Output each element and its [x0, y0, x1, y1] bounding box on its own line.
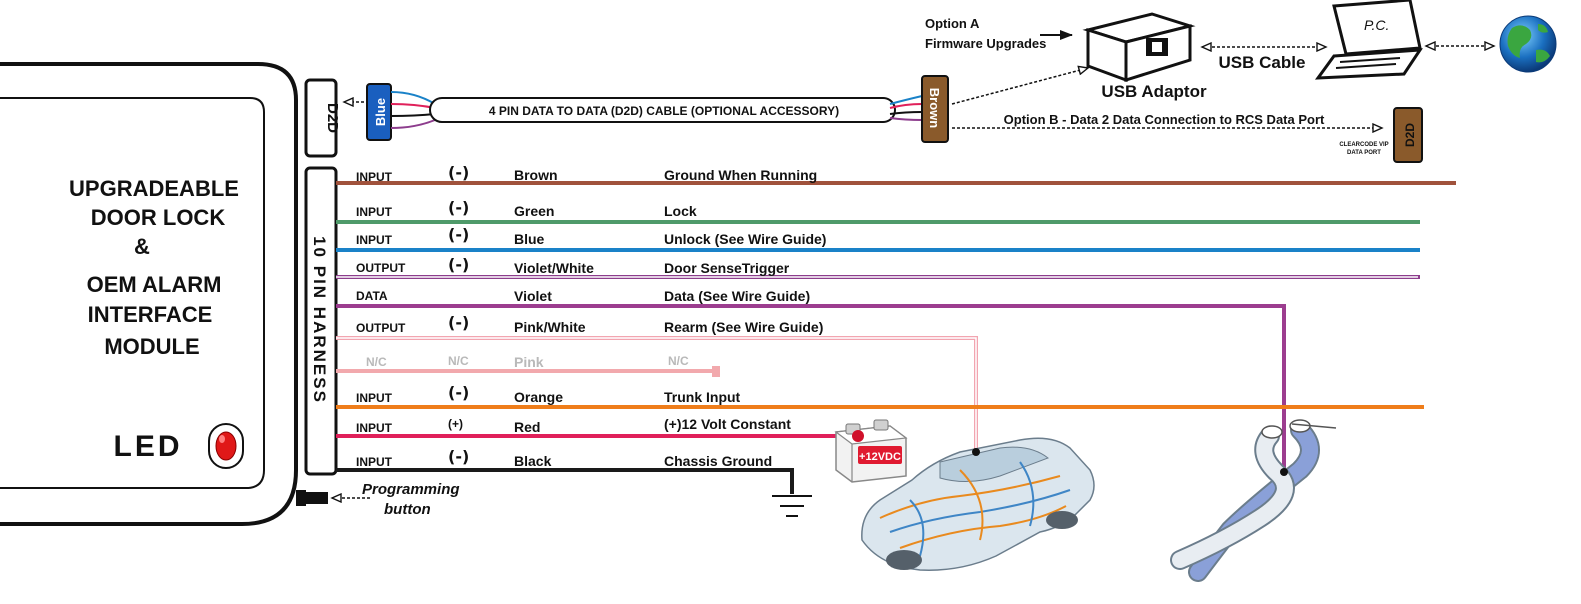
- wire-type: INPUT: [356, 170, 393, 184]
- wire-polarity: (-): [448, 225, 469, 244]
- wire-line-black: [336, 468, 794, 494]
- d2d-cable: [429, 97, 896, 123]
- module-title-line-6: MODULE: [104, 334, 199, 359]
- wire-polarity: (-): [448, 198, 469, 217]
- programming-label-1: Programming: [362, 481, 460, 498]
- wire-color-name: Brown: [514, 167, 558, 183]
- usb-adaptor-label: USB Adaptor: [1101, 82, 1207, 101]
- brown-to-usb-arrow: [951, 68, 1088, 105]
- harness-label: 10 PIN HARNESS: [310, 236, 329, 404]
- wire-function: Unlock (See Wire Guide): [664, 231, 826, 247]
- brown-connector: [921, 75, 949, 143]
- car-wiring-icon: [861, 437, 1095, 571]
- rcs-port-label-1: CLEARCODE VIP: [1339, 142, 1388, 148]
- module-title-line-1: UPGRADEABLE: [69, 176, 239, 201]
- wire-color-name: Blue: [514, 231, 545, 247]
- globe-icon: [1499, 15, 1557, 73]
- wire-color-name: Red: [514, 419, 540, 435]
- ground-symbol-icon: [772, 495, 812, 517]
- wire-type: OUTPUT: [356, 261, 406, 275]
- rcs-port-label-2: DATA PORT: [1347, 150, 1381, 156]
- wire-color-name: Green: [514, 203, 554, 219]
- wire-polarity: (-): [448, 313, 469, 332]
- wire-color-name: Pink/White: [514, 319, 586, 335]
- wire-polarity: (+): [448, 417, 463, 431]
- rcs-d2d-connector-label: D2D: [1403, 123, 1417, 147]
- wire-polarity: (-): [448, 163, 469, 182]
- wire-type: INPUT: [356, 205, 393, 219]
- module-title-line-4: OEM ALARM: [87, 272, 222, 297]
- rcs-d2d-connector: [1393, 107, 1423, 163]
- wire-line-violet: [336, 304, 1286, 470]
- pc-label: P.C.: [1364, 17, 1389, 33]
- wire-function: (+)12 Volt Constant: [664, 416, 791, 432]
- cable-wires-left: [390, 91, 436, 129]
- wire-polarity: (-): [448, 255, 469, 274]
- wire-type: INPUT: [356, 233, 393, 247]
- programming-label-2: button: [384, 501, 431, 518]
- wire-line-pink-white-stripe: [336, 337, 977, 450]
- battery-icon: [834, 419, 908, 483]
- wire-color-name: Black: [514, 453, 552, 469]
- wire-type: INPUT: [356, 455, 393, 469]
- pink-wire-cap: [712, 366, 720, 377]
- wire-function: Lock: [664, 203, 697, 219]
- module-box: [0, 62, 298, 526]
- module-title-line-2: DOOR LOCK: [91, 205, 226, 230]
- wire-type: OUTPUT: [356, 321, 406, 335]
- wire-color-name: Violet: [514, 288, 552, 304]
- wire-type: DATA: [356, 289, 388, 303]
- wire-function: Ground When Running: [664, 167, 817, 183]
- d2d-cable-label: 4 PIN DATA TO DATA (D2D) CABLE (OPTIONAL…: [489, 104, 839, 118]
- d2d-port-label: D2D: [324, 103, 341, 133]
- usb-cable-label: USB Cable: [1219, 53, 1306, 72]
- wire-function: Chassis Ground: [664, 453, 772, 469]
- wire-polarity: (-): [448, 383, 469, 402]
- led-label: LED: [114, 430, 183, 463]
- pc-laptop-icon: [1314, 0, 1423, 80]
- wire-function: Door SenseTrigger: [664, 260, 790, 276]
- wire-polarity: (-): [448, 447, 469, 466]
- wire-type: N/C: [366, 355, 387, 369]
- wire-function: Rearm (See Wire Guide): [664, 319, 823, 335]
- cable-wires-right: [889, 95, 923, 121]
- wire-polarity: N/C: [448, 354, 469, 368]
- usb-adaptor-icon: [1082, 12, 1196, 83]
- led-icon: [208, 423, 244, 469]
- wire-function: Trunk Input: [664, 389, 741, 405]
- harness-block: [304, 166, 338, 476]
- wire-function: Data (See Wire Guide): [664, 288, 810, 304]
- option-a-label-1: Option A: [925, 16, 980, 31]
- wire-color-name: Violet/White: [514, 260, 594, 276]
- brown-connector-label: Brown: [927, 88, 942, 129]
- option-b-label: Option B - Data 2 Data Connection to RCS…: [1004, 112, 1325, 127]
- wire-function: N/C: [668, 354, 689, 368]
- wire-type: INPUT: [356, 391, 393, 405]
- twisted-wire-icon: [1170, 419, 1337, 582]
- battery-label: +12VDC: [859, 451, 901, 463]
- wire-color-name: Pink: [514, 354, 544, 370]
- wire-type: INPUT: [356, 421, 393, 435]
- module-title-line-3: &: [134, 234, 150, 259]
- module-title-line-5: INTERFACE: [88, 302, 213, 327]
- programming-button[interactable]: [296, 490, 328, 506]
- option-a-label-2: Firmware Upgrades: [925, 36, 1046, 51]
- wire-lines: [336, 181, 1456, 494]
- blue-connector-label: Blue: [373, 98, 388, 126]
- wire-color-name: Orange: [514, 389, 563, 405]
- d2d-port: [304, 78, 338, 158]
- blue-connector: [366, 83, 392, 141]
- wire-labels: INPUT (-) Brown Ground When Running INPU…: [356, 163, 826, 469]
